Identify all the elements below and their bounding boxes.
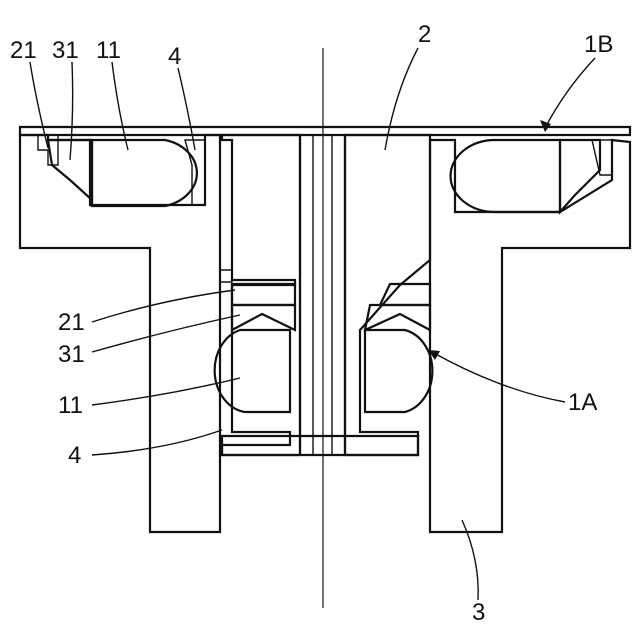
oring-11-top-left (92, 140, 197, 206)
label-left-4: 4 (68, 442, 81, 469)
label-top-11: 11 (96, 37, 121, 64)
leader-top-31 (70, 62, 73, 160)
leader-top-1B (545, 58, 595, 128)
top-cover-plate (20, 127, 630, 135)
housing-left-inner-step (220, 270, 232, 282)
leader-right-1A (432, 352, 565, 402)
leader-left-11 (92, 378, 240, 405)
label-top-31: 31 (52, 37, 79, 64)
label-bottom-3: 3 (472, 599, 485, 626)
label-left-31: 31 (58, 341, 85, 368)
oring-1A-lower-right (365, 330, 432, 412)
label-top-21: 21 (10, 37, 37, 64)
backup-ring-21-lower-right (380, 284, 430, 305)
backup-ring-21-lower-left (232, 284, 295, 305)
backup-ring-31-lower-right (365, 305, 430, 330)
leader-top-11 (112, 62, 128, 150)
backup-ring-31-top-left (48, 140, 92, 200)
leader-left-31 (92, 315, 240, 352)
leader-left-4 (92, 430, 222, 455)
backup-ring-21-top-right (592, 140, 612, 175)
label-top-2: 2 (418, 21, 431, 48)
label-left-21: 21 (58, 309, 85, 336)
oring-11-lower-left (215, 330, 290, 412)
label-right-1A: 1A (568, 389, 597, 416)
label-top-1B: 1B (584, 31, 613, 58)
label-left-11: 11 (58, 392, 83, 419)
housing-left-section (20, 135, 220, 532)
oring-11-top-right (451, 140, 560, 212)
leader-top-4 (178, 68, 195, 150)
leader-left-21 (92, 290, 235, 322)
label-top-4: 4 (168, 43, 181, 70)
backup-ring-31-lower-left (232, 305, 295, 330)
